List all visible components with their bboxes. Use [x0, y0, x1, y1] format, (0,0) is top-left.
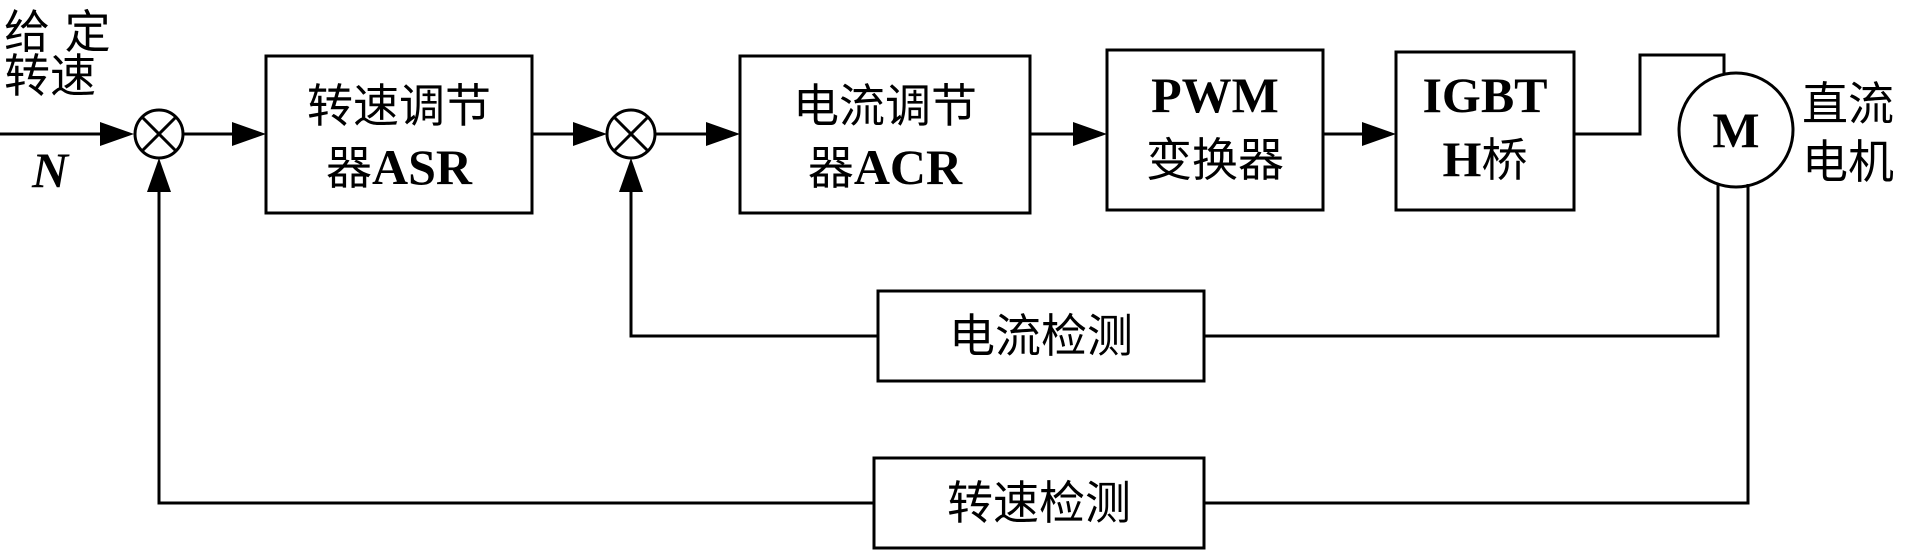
current-detection-label: 电流检测 — [949, 309, 1133, 363]
asr-block-line2-latin: ASR — [372, 139, 473, 195]
current-feedback-line-in — [1204, 184, 1720, 338]
acr-to-pwm-arrow — [1073, 122, 1107, 146]
acr-block-line2: 器ACR — [808, 139, 963, 195]
current-feedback-arrow — [619, 158, 643, 192]
motor-symbol: M — [1712, 102, 1759, 158]
current-feedback-line-out — [629, 192, 878, 338]
speed-feedback-line-out — [157, 192, 874, 505]
speed-detection-label: 转速检测 — [947, 476, 1131, 530]
motor-label-line2: 电机 — [1802, 135, 1894, 189]
asr-block-line2: 器ASR — [326, 139, 473, 195]
speed-feedback-line-in — [1204, 184, 1750, 505]
input-label-line1: 给 定 — [4, 5, 111, 59]
acr-block — [738, 54, 1032, 215]
igbt-block-line2-cjk: 桥 — [1481, 133, 1527, 187]
asr-to-sum2-arrow — [573, 122, 607, 146]
speed-summing-junction — [133, 108, 185, 160]
asr-block-line1: 转速调节 — [307, 79, 491, 133]
pwm-to-igbt-arrow — [1362, 122, 1396, 146]
input-label-line2: 转速 — [4, 49, 96, 103]
input-arrow — [100, 122, 134, 146]
pwm-block-line1: PWM — [1151, 67, 1279, 123]
pwm-block-line2: 变换器 — [1146, 133, 1284, 187]
igbt-block-line2-latin: H — [1443, 131, 1482, 187]
igbt-block-line1: IGBT — [1422, 67, 1547, 123]
input-symbol-n: N — [31, 142, 70, 198]
acr-block-line2-latin: ACR — [854, 139, 963, 195]
speed-detection-block — [872, 456, 1206, 550]
sum2-to-acr-arrow — [706, 122, 740, 146]
current-summing-junction — [605, 108, 657, 160]
igbt-block-line2: H桥 — [1443, 131, 1528, 187]
acr-block-line2-cjk: 器 — [808, 141, 854, 195]
sum1-to-asr-arrow — [232, 122, 266, 146]
current-detection-block — [876, 289, 1206, 383]
igbt-to-motor-wire — [1574, 53, 1726, 136]
acr-block-line1: 电流调节 — [793, 79, 977, 133]
dc-motor-circle — [1677, 71, 1795, 189]
speed-feedback-arrow — [147, 158, 171, 192]
asr-block-line2-cjk: 器 — [326, 141, 372, 195]
pwm-block — [1105, 48, 1325, 212]
motor-label-line1: 直流 — [1802, 77, 1894, 131]
igbt-h-bridge-block — [1394, 50, 1576, 212]
